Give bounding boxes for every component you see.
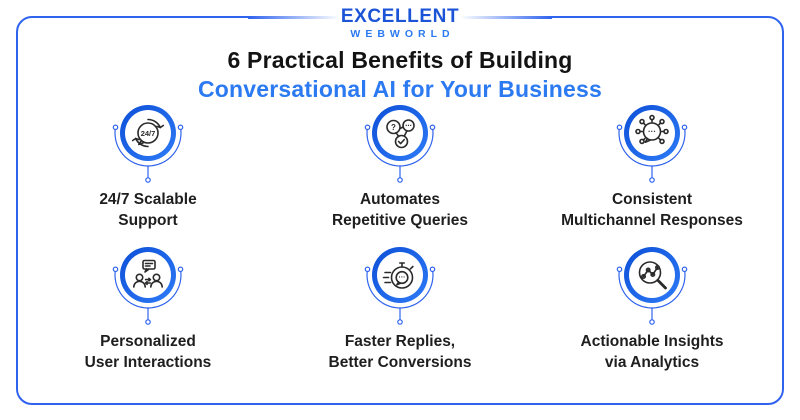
title-line-1: 6 Practical Benefits of Building — [227, 47, 573, 73]
automation-icon: ? ... — [386, 119, 415, 149]
brand-name-primary: EXCELLENT — [340, 6, 460, 27]
analytics-icon — [638, 261, 667, 290]
personalization-icon — [133, 259, 163, 288]
svg-text:···: ··· — [648, 127, 656, 136]
circle-decoration — [616, 266, 688, 325]
circle-decoration — [364, 124, 436, 183]
brand-logo: EXCELLENT WEBWORLD — [248, 0, 552, 44]
circle-decoration — [364, 266, 436, 325]
icon-ring: ··· — [372, 247, 428, 303]
border-fade-left — [248, 16, 340, 19]
benefit-card-speed: ··· Faster Replies,Better Conversions — [274, 245, 526, 387]
svg-text:...: ... — [405, 119, 412, 128]
icon-ring — [120, 247, 176, 303]
circle-decoration — [616, 124, 688, 183]
page-title: 6 Practical Benefits of Building Convers… — [0, 46, 800, 103]
support-24-7-icon: 24/7 — [131, 118, 165, 148]
multichannel-icon: ··· — [635, 114, 669, 145]
benefit-label: Faster Replies,Better Conversions — [328, 333, 472, 371]
speed-icon: ··· — [382, 262, 414, 289]
circle-decoration — [112, 124, 184, 183]
svg-text:24/7: 24/7 — [141, 129, 156, 138]
icon-ring: ··· — [624, 105, 680, 161]
svg-text:···: ··· — [399, 275, 406, 282]
border-fade-right — [460, 16, 552, 19]
brand-name-secondary: WEBWORLD — [350, 28, 455, 40]
title-line-2: Conversational AI for Your Business — [197, 75, 603, 102]
icon-ring — [624, 247, 680, 303]
icon-ring: 24/7 — [120, 105, 176, 161]
circle-decoration — [112, 266, 184, 325]
svg-text:?: ? — [391, 123, 396, 132]
icon-ring: ? ... — [372, 105, 428, 161]
